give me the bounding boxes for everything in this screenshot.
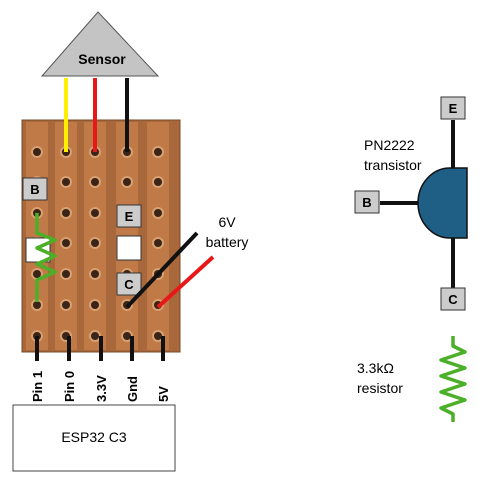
board-hole	[89, 268, 101, 280]
pin-label: Pin 1	[30, 371, 45, 402]
sensor-wires	[64, 78, 129, 152]
board-marker-b: B	[22, 177, 48, 201]
svg-text:B: B	[362, 195, 371, 210]
header-pins	[35, 336, 165, 361]
svg-text:E: E	[125, 209, 134, 224]
transistor-placeholder-box	[116, 235, 142, 261]
battery-label: 6V battery	[206, 214, 249, 250]
board-hole	[121, 176, 133, 188]
board-hole	[89, 299, 101, 311]
board-hole	[89, 176, 101, 188]
board-hole	[152, 237, 164, 249]
svg-text:C: C	[448, 292, 458, 307]
board-resistor	[35, 213, 57, 302]
sensor-label: Sensor	[78, 51, 126, 67]
svg-text:C: C	[124, 277, 134, 292]
transistor-pin-e: E	[440, 96, 466, 120]
perfboard-holes	[31, 146, 164, 342]
board-hole	[60, 268, 72, 280]
board-hole	[31, 146, 43, 158]
pin-label: 5V	[156, 386, 171, 402]
resistor-symbol: 3.3kΩ resistor	[357, 336, 467, 422]
svg-text:E: E	[449, 101, 458, 116]
transistor-label: transistor	[364, 157, 422, 173]
pin-label: 3.3V	[94, 375, 109, 402]
board-hole	[60, 237, 72, 249]
board-marker-c: C	[116, 272, 142, 296]
svg-text:B: B	[30, 182, 39, 197]
board-hole	[89, 330, 101, 342]
pin-labels: Pin 1 Pin 0 3.3V Gnd 5V	[30, 371, 171, 402]
copper-strip	[84, 122, 106, 350]
board-hole	[89, 207, 101, 219]
sensor: Sensor	[40, 11, 160, 77]
battery-negative-wire	[125, 231, 199, 309]
board-hole	[60, 176, 72, 188]
svg-text:battery: battery	[206, 234, 249, 250]
copper-strip	[147, 122, 169, 350]
board-hole	[60, 207, 72, 219]
esp32-board: ESP32 C3	[12, 404, 176, 472]
battery-positive-wire	[156, 255, 215, 309]
svg-text:6V: 6V	[218, 214, 236, 230]
pin-label: Gnd	[125, 376, 140, 402]
board-hole	[152, 207, 164, 219]
board-hole	[89, 237, 101, 249]
transistor-pin-c: C	[440, 287, 466, 311]
esp32-label: ESP32 C3	[61, 429, 127, 445]
pin-label: Pin 0	[62, 371, 77, 402]
board-hole	[60, 299, 72, 311]
copper-strip	[55, 122, 77, 350]
board-hole	[152, 146, 164, 158]
transistor-symbol: E B C PN2222 transistor	[354, 96, 468, 311]
resistor-label: 3.3kΩ	[357, 360, 394, 376]
resistor-label: resistor	[357, 380, 403, 396]
transistor-pin-b: B	[354, 190, 380, 214]
board-hole	[152, 176, 164, 188]
board-marker-e: E	[116, 204, 142, 228]
transistor-label: PN2222	[364, 137, 415, 153]
